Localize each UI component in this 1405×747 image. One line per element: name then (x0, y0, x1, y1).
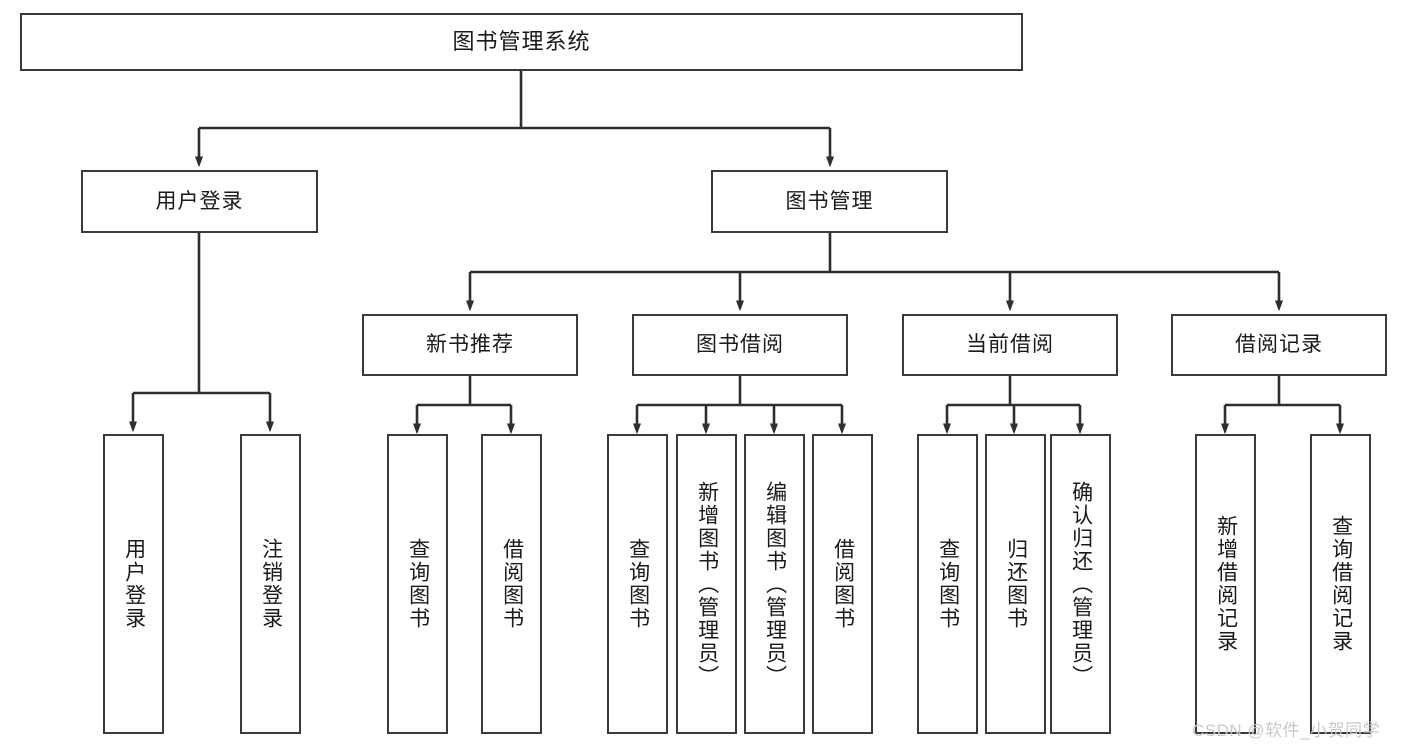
node-current-borrow[interactable]: 当前借阅 (902, 314, 1118, 376)
node-user-login[interactable]: 用户登录 (81, 170, 318, 233)
leaf-node-return-book[interactable]: 归还图书 (985, 434, 1046, 734)
node-borrow-record[interactable]: 借阅记录 (1171, 314, 1387, 376)
node-label: 新书推荐 (426, 333, 514, 357)
node-label: 查询图书 (936, 538, 960, 630)
node-book-borrow[interactable]: 图书借阅 (632, 314, 848, 376)
leaf-node-query-book-borrow[interactable]: 查询图书 (607, 434, 668, 734)
node-label: 当前借阅 (966, 333, 1054, 357)
leaf-node-query-book-recommend[interactable]: 查询图书 (387, 434, 448, 734)
node-label: 用户登录 (155, 189, 244, 213)
node-label: 查询图书 (406, 538, 430, 630)
node-label: 图书管理 (785, 189, 874, 213)
node-label: 归还图书 (1004, 538, 1028, 630)
leaf-node-confirm-return-admin[interactable]: 确认归还（管理员） (1050, 434, 1111, 734)
leaf-node-borrow-book[interactable]: 借阅图书 (812, 434, 873, 734)
node-label: 查询借阅记录 (1329, 515, 1353, 653)
leaf-node-add-book-admin[interactable]: 新增图书（管理员） (676, 434, 737, 734)
node-label: 新增图书（管理员） (695, 480, 719, 688)
leaf-node-borrow-book-recommend[interactable]: 借阅图书 (481, 434, 542, 734)
node-label: 用户登录 (122, 538, 146, 630)
node-label: 确认归还（管理员） (1069, 480, 1093, 688)
node-label: 借阅图书 (831, 538, 855, 630)
node-label: 借阅图书 (500, 538, 524, 630)
leaf-node-add-borrow-record[interactable]: 新增借阅记录 (1195, 434, 1256, 734)
leaf-node-query-borrow-record[interactable]: 查询借阅记录 (1310, 434, 1371, 734)
leaf-node-query-book-current[interactable]: 查询图书 (917, 434, 978, 734)
node-label: 查询图书 (626, 538, 650, 630)
node-label: 借阅记录 (1235, 333, 1323, 357)
csdn-watermark: CSDN @软件_小贺同学 (1192, 721, 1381, 740)
node-label: 注销登录 (259, 538, 283, 630)
leaf-node-logout[interactable]: 注销登录 (240, 434, 301, 734)
leaf-node-user-login[interactable]: 用户登录 (103, 434, 164, 734)
node-new-book-recommend[interactable]: 新书推荐 (362, 314, 578, 376)
node-label: 编辑图书（管理员） (763, 480, 787, 688)
node-book-management[interactable]: 图书管理 (711, 170, 948, 233)
node-label: 图书借阅 (696, 333, 784, 357)
node-label: 新增借阅记录 (1214, 515, 1238, 653)
node-label: 图书管理系统 (452, 28, 591, 54)
node-root-book-management-system[interactable]: 图书管理系统 (20, 13, 1023, 71)
leaf-node-edit-book-admin[interactable]: 编辑图书（管理员） (744, 434, 805, 734)
